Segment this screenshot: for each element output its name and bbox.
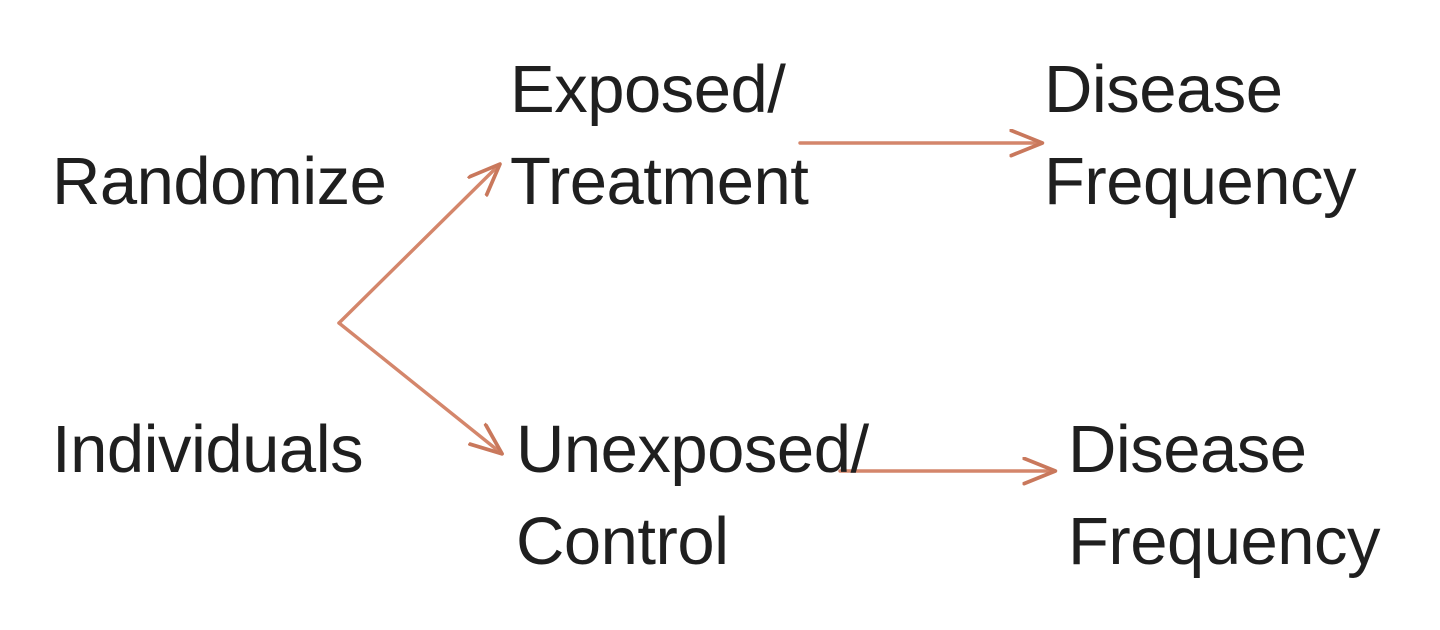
node-exposed-line-2: Treatment xyxy=(510,144,809,219)
node-outcome-top-line-1: Disease xyxy=(1044,52,1283,127)
node-unexposed-line-2: Control xyxy=(516,504,729,579)
node-randomize: Randomize xyxy=(52,136,387,228)
node-unexposed-control: Unexposed/ Control xyxy=(516,404,869,588)
node-unexposed-line-1: Unexposed/ xyxy=(516,412,869,487)
node-exposed-line-1: Exposed/ xyxy=(510,52,786,127)
arrow-fork-lower xyxy=(337,321,501,453)
node-outcome-bottom: Disease Frequency xyxy=(1068,404,1381,588)
node-outcome-top: Disease Frequency xyxy=(1044,44,1357,228)
node-outcome-bottom-line-2: Frequency xyxy=(1068,504,1381,579)
arrow-fork-upper xyxy=(337,165,499,325)
node-individuals: Individuals xyxy=(52,404,364,496)
node-individuals-line-1: Individuals xyxy=(52,412,364,487)
node-outcome-top-line-2: Frequency xyxy=(1044,144,1357,219)
node-outcome-bottom-line-1: Disease xyxy=(1068,412,1307,487)
node-exposed-treatment: Exposed/ Treatment xyxy=(510,44,809,228)
node-randomize-line-1: Randomize xyxy=(52,144,387,219)
